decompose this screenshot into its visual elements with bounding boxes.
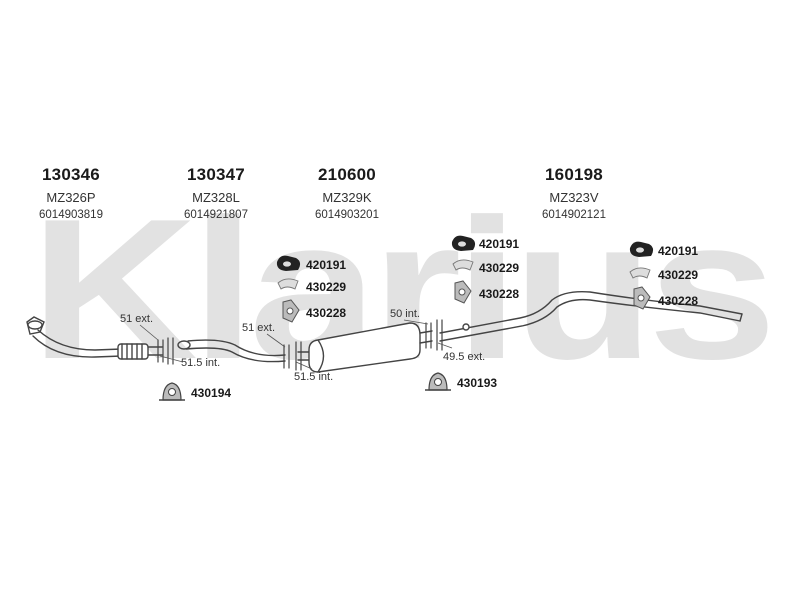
fittings-right-far: [629, 241, 654, 310]
fittings-middle: [276, 255, 301, 323]
clamp-label: 430193: [457, 376, 498, 390]
oe-number: 6014903819: [39, 209, 103, 221]
dimension-label: 51 ext.: [120, 313, 154, 325]
part-group-front-pipe: 130346 MZ326P 6014903819: [0, 165, 146, 221]
dimension-label: 50 int.: [390, 308, 420, 320]
bracket-icon: [277, 278, 299, 290]
rubber-hanger-icon: [451, 235, 476, 251]
bracket-icon: [629, 267, 651, 279]
part-number: 130346: [42, 165, 100, 184]
dimension-label: 51.5 int.: [294, 371, 334, 383]
fitting-label: 430229: [658, 268, 699, 282]
fitting-label: 430228: [479, 287, 520, 301]
rear-pipe: [439, 290, 743, 342]
bracket-icon: [452, 259, 474, 271]
clamp-icon-right: [425, 372, 451, 391]
part-code: MZ326P: [46, 190, 96, 205]
part-code: MZ329K: [322, 190, 372, 205]
intermediate-pipe: [177, 339, 286, 363]
part-code: MZ328L: [192, 190, 240, 205]
middle-silencer: [297, 322, 433, 373]
oe-number: 6014921807: [184, 209, 248, 221]
clamp-bracket-icon: [633, 286, 651, 310]
part-number: 160198: [545, 165, 603, 184]
clamp-label: 430194: [191, 386, 232, 400]
rubber-hanger-icon: [629, 241, 654, 257]
fitting-label: 420191: [479, 237, 520, 251]
fitting-label: 430229: [479, 261, 520, 275]
part-group-middle-silencer: 210600 MZ329K 6014903201: [272, 165, 422, 221]
fittings-right-mid: [451, 235, 476, 304]
clamp-bracket-icon: [282, 299, 300, 323]
joint-1: [157, 337, 174, 365]
dimension-label: 51 ext.: [242, 322, 276, 334]
joint-2: [283, 341, 302, 371]
part-number: 210600: [318, 165, 376, 184]
fitting-label: 420191: [306, 258, 347, 272]
clamp-icon-left: [159, 382, 185, 401]
part-number: 130347: [187, 165, 245, 184]
oe-number: 6014902121: [542, 209, 606, 221]
fitting-label: 430229: [306, 280, 347, 294]
dimension-label: 49.5 ext.: [443, 351, 486, 363]
dimension-label: 51.5 int.: [181, 357, 221, 369]
joint-3: [425, 319, 443, 351]
rubber-hanger-icon: [276, 255, 301, 271]
part-code: MZ323V: [549, 190, 599, 205]
front-pipe: [26, 316, 163, 360]
oe-number: 6014903201: [315, 209, 379, 221]
clamp-bracket-icon: [454, 280, 472, 304]
part-group-intermediate-pipe: 130347 MZ328L 6014921807: [141, 165, 291, 221]
fitting-label: 430228: [658, 294, 699, 308]
fitting-label: 420191: [658, 244, 699, 258]
fitting-label: 430228: [306, 306, 347, 320]
part-group-rear-pipe: 160198 MZ323V 6014902121: [499, 165, 649, 221]
